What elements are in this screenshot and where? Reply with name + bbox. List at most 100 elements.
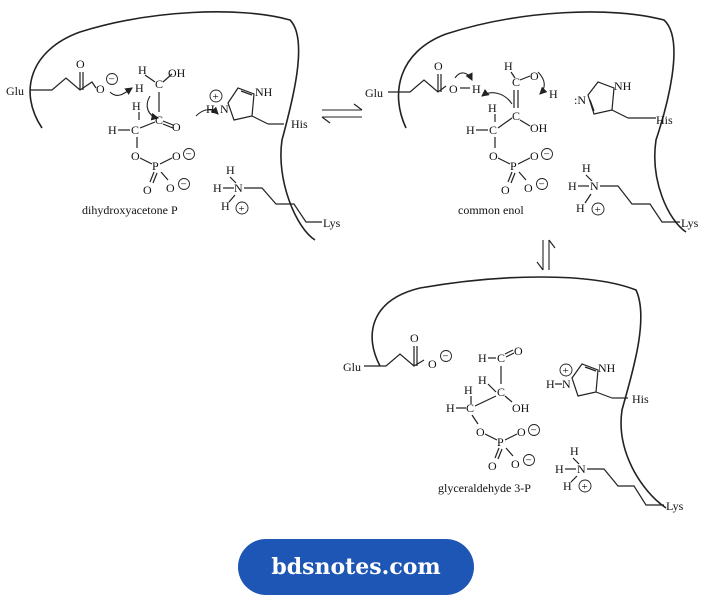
atom-h: H xyxy=(576,201,585,215)
atom-h: H xyxy=(213,181,222,195)
glu-label-gap: Glu xyxy=(343,360,361,374)
glu-chain-gap xyxy=(364,353,425,367)
equilibrium-arrows-horizontal xyxy=(321,103,363,124)
glu-o-minus-dhap: O xyxy=(96,82,105,96)
bond xyxy=(505,447,514,457)
atom-h: H xyxy=(464,383,473,397)
atom-h: H xyxy=(546,377,555,391)
atom-o: O xyxy=(489,149,498,163)
atom-nh: NH xyxy=(614,79,632,93)
caption-enol: common enol xyxy=(458,203,524,217)
bond xyxy=(497,448,503,460)
atom-o: O xyxy=(530,69,539,83)
atom-c-middle: C xyxy=(155,113,163,127)
bond xyxy=(497,117,513,129)
minus-charge-circle xyxy=(183,148,195,160)
atom-h: H xyxy=(221,199,230,213)
site-badge-label: bdsnotes.com xyxy=(271,554,441,580)
atom-h: H xyxy=(206,102,215,116)
bond xyxy=(572,457,580,465)
forward-arrow-head xyxy=(353,103,363,111)
his-ring-dhap xyxy=(227,87,255,121)
curved-arrow-oh-enol xyxy=(537,71,548,95)
atom-nh: NH xyxy=(598,361,616,375)
bond xyxy=(589,99,595,112)
atom-h: H xyxy=(108,123,117,137)
site-badge[interactable]: bdsnotes.com xyxy=(238,539,474,595)
curved-arrow-glu-enol xyxy=(454,72,473,81)
atom-h: H xyxy=(132,99,141,113)
atom-o: O xyxy=(434,59,443,73)
minus-charge-sign: − xyxy=(181,179,187,191)
curved-arrow-his xyxy=(195,106,219,117)
lys-chain-dhap xyxy=(244,187,322,223)
plus-charge-sign: + xyxy=(213,91,219,103)
lys-label-enol: Lys xyxy=(681,216,699,230)
his-ring-gap xyxy=(571,363,599,397)
minus-charge-circle xyxy=(541,148,553,160)
minus-charge-sign: − xyxy=(186,149,192,161)
atom-o: O xyxy=(511,457,520,471)
bond xyxy=(504,433,518,441)
atom-o: O xyxy=(476,425,485,439)
atom-c-low: C xyxy=(131,123,139,137)
atom-h: H xyxy=(555,462,564,476)
bond xyxy=(152,172,158,184)
atom-n-lone-pair: :N xyxy=(574,93,586,107)
atom-o-ester: O xyxy=(131,149,140,163)
atom-p: P xyxy=(510,159,517,173)
atom-n: N xyxy=(220,102,229,116)
atom-o: O xyxy=(501,183,510,197)
bond xyxy=(505,352,515,358)
plus-charge-sign: + xyxy=(239,203,245,215)
bond xyxy=(240,90,253,96)
atom-nh: NH xyxy=(255,85,273,99)
glu-chain-dhap xyxy=(30,77,97,91)
bond xyxy=(519,75,531,81)
bond xyxy=(487,383,497,393)
atom-o: O xyxy=(166,181,175,195)
bond xyxy=(507,171,513,183)
plus-charge-circle xyxy=(209,89,223,103)
atom-c: C xyxy=(512,75,520,89)
bond xyxy=(162,73,173,83)
curved-arrow-keto xyxy=(146,95,160,121)
glu-oxygen-dhap: O xyxy=(76,57,85,71)
atom-p: P xyxy=(497,435,504,449)
glu-label-dhap: Glu xyxy=(6,84,24,98)
bond xyxy=(494,447,500,459)
atom-o-keto: O xyxy=(172,120,181,134)
bond xyxy=(504,349,514,355)
atom-h: H xyxy=(504,59,513,73)
atom-h: H xyxy=(568,179,577,193)
plus-charge-sign: + xyxy=(563,365,569,377)
minus-charge-sign: − xyxy=(526,455,532,467)
atom-n: N xyxy=(234,181,243,195)
bond xyxy=(584,193,592,204)
panel-enol: Glu O O H H C O H C OH H H C O P O − O xyxy=(365,11,699,233)
bond xyxy=(510,71,516,79)
bond xyxy=(611,109,629,119)
bond xyxy=(570,475,578,483)
atom-oh: OH xyxy=(168,66,186,80)
atom-h: H xyxy=(563,479,572,493)
atom-h-top: H xyxy=(138,63,147,77)
atom-c-top: C xyxy=(155,77,163,91)
lys-label-gap: Lys xyxy=(666,499,684,513)
bond xyxy=(517,157,531,165)
atom-h: H xyxy=(472,82,481,96)
atom-n: N xyxy=(577,462,586,476)
plus-charge-circle xyxy=(559,363,573,377)
plus-charge-circle xyxy=(591,202,605,216)
minus-charge-sign: − xyxy=(531,425,537,437)
minus-charge-sign: − xyxy=(544,149,550,161)
atom-h-hydroxyl: H xyxy=(135,81,144,95)
down-arrow-head xyxy=(536,261,544,271)
bond xyxy=(162,123,174,129)
enzyme-pocket-dhap xyxy=(29,11,316,241)
atom-n: N xyxy=(562,377,571,391)
atom-o: O xyxy=(488,459,497,473)
panel-gap: Glu O O − H C O H C OH H H C O P O − O O xyxy=(343,276,684,513)
lys-chain-enol xyxy=(600,185,680,223)
atom-c: C xyxy=(466,401,474,415)
